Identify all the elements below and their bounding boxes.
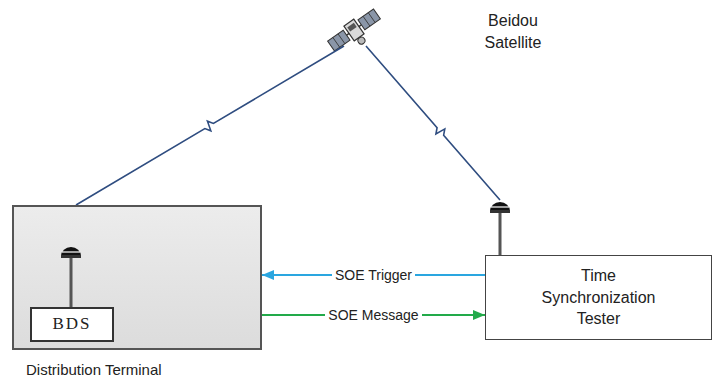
antenna-icon [14, 207, 134, 317]
antenna-base [61, 255, 81, 258]
device-label: Time Synchronization Tester [531, 265, 666, 330]
radio-link [366, 46, 500, 200]
radio-link [76, 46, 344, 205]
module-label: BDS [52, 313, 91, 336]
signal-label: SOE Trigger [332, 267, 415, 284]
signal-label: SOE Message [325, 307, 421, 324]
satellite-label: Beidou Satellite [468, 10, 558, 53]
antenna-dome [61, 247, 81, 256]
device-label: Distribution Terminal [26, 360, 162, 380]
device-box: Time Synchronization Tester [485, 255, 712, 340]
module-box: BDS [30, 307, 114, 342]
device-box: BDSDistribution Terminal [12, 205, 262, 350]
antenna-mast [70, 255, 73, 307]
antenna-band [62, 251, 80, 252]
antenna-icon [490, 202, 510, 255]
